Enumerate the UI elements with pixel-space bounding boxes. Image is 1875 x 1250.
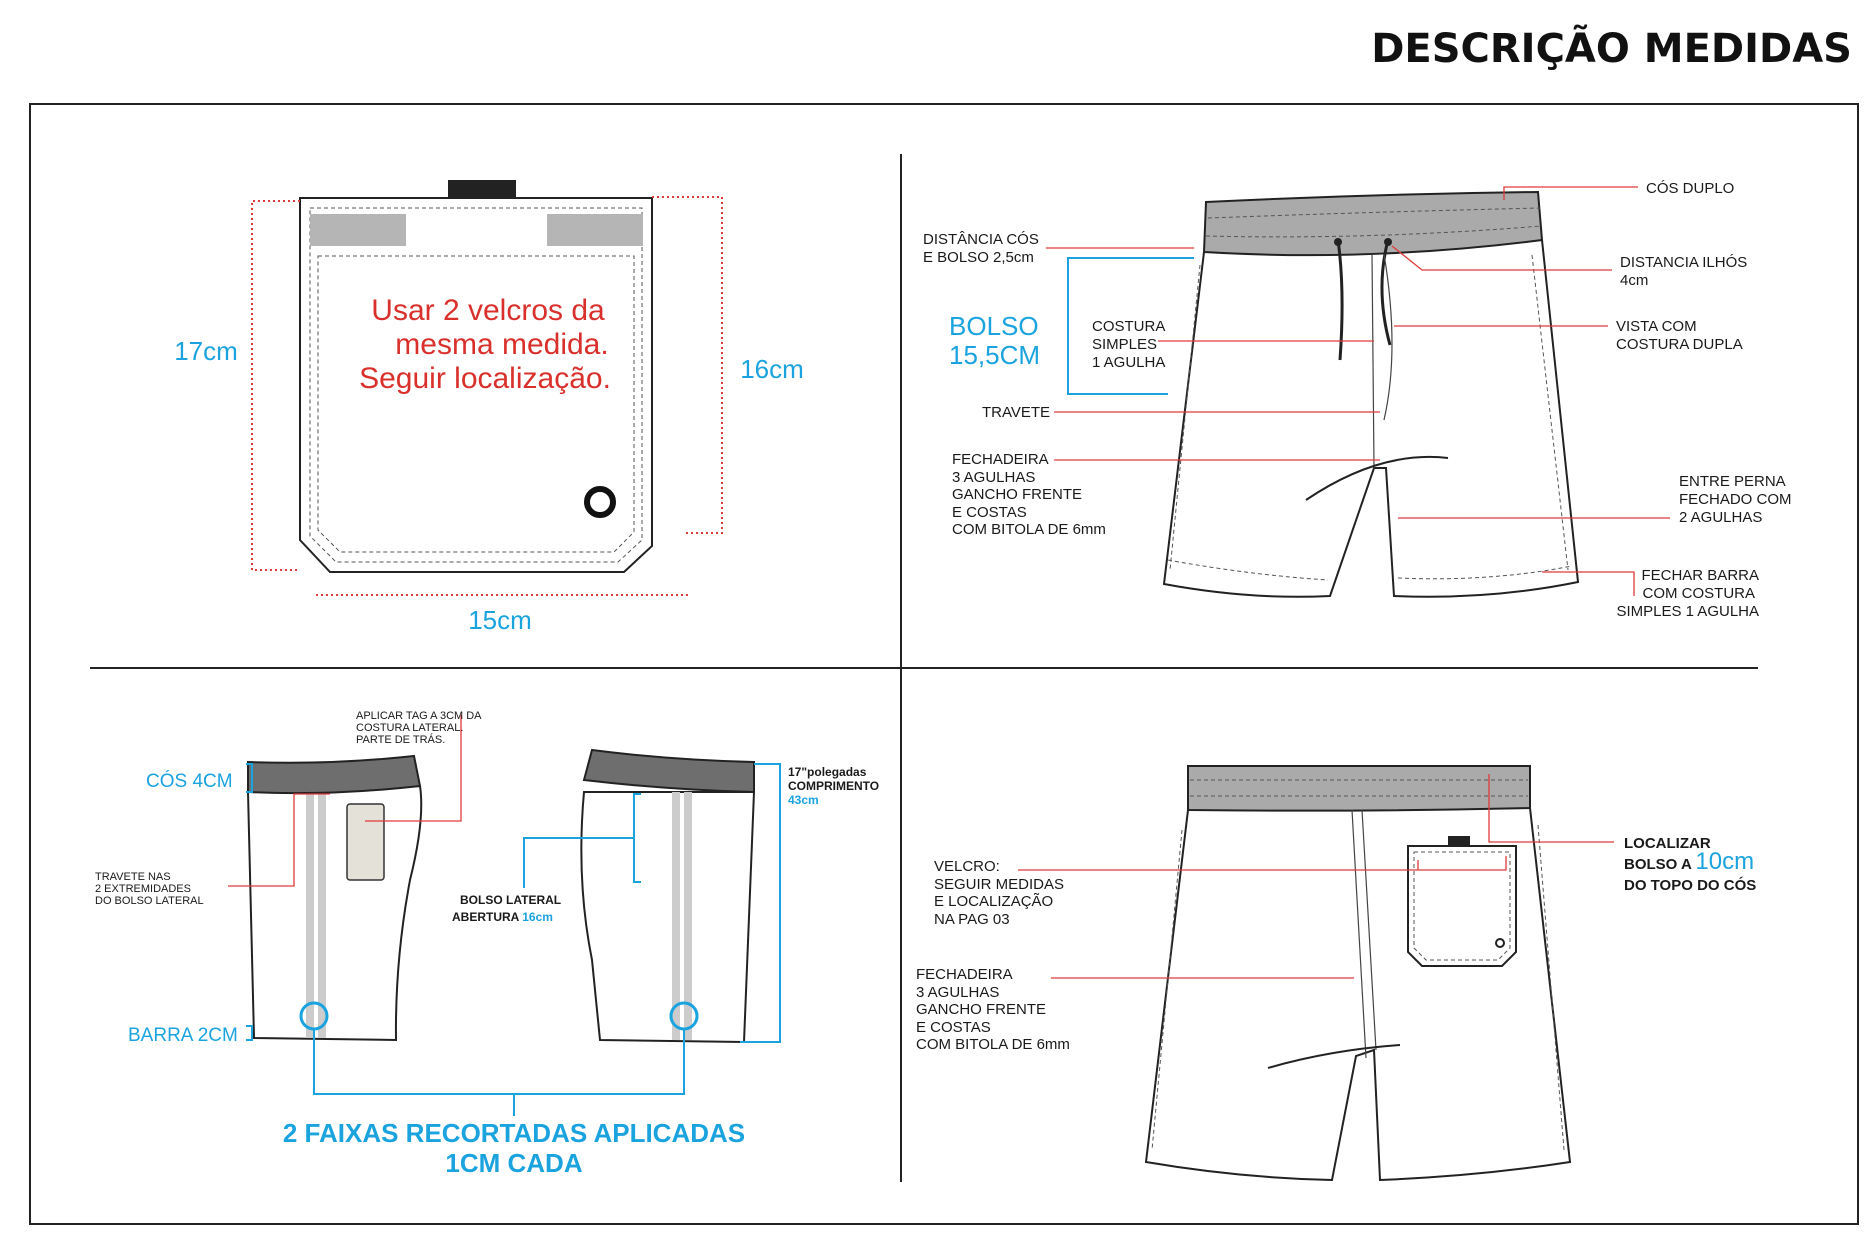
label-fechadeira-back: GANCHO FRENTE: [916, 1001, 1046, 1018]
label-comprimento: COMPRIMENTO: [788, 779, 879, 793]
tag: [346, 803, 385, 881]
label-fechadeira-back: 3 AGULHAS: [916, 984, 999, 1001]
label-barra: BARRA 2CM: [128, 1025, 238, 1046]
label-distancia-cos: E BOLSO 2,5cm: [923, 249, 1034, 266]
label-cos-duplo: CÓS DUPLO: [1646, 180, 1734, 197]
label-comprimento: 17"polegadas: [788, 765, 867, 779]
page-title: DESCRIÇÃO MEDIDAS: [1371, 23, 1852, 72]
label-fechadeira: COM BITOLA DE 6mm: [952, 521, 1106, 538]
label-fechadeira: FECHADEIRA: [952, 451, 1049, 468]
waistband-side-left: [247, 754, 422, 795]
front-shorts-diagram: CÓS DUPLO DISTANCIA ILHÓS 4cm VISTA COM …: [923, 180, 1792, 620]
label-localizar: BOLSO A 10cm: [1624, 848, 1754, 875]
waistband: [1202, 190, 1544, 257]
velcro-tab: [448, 180, 516, 198]
side-shorts-diagram: APLICAR TAG A 3CM DA COSTURA LATERAL. PA…: [95, 710, 879, 1178]
label-entre-perna: FECHADO COM: [1679, 491, 1792, 508]
label-fechadeira-back: COM BITOLA DE 6mm: [916, 1036, 1070, 1053]
velcro-left: [310, 214, 406, 246]
label-localizar: DO TOPO DO CÓS: [1624, 876, 1756, 894]
label-tag: PARTE DE TRÁS.: [356, 733, 445, 746]
label-vista: COSTURA DUPLA: [1616, 336, 1743, 353]
label-comprimento-value: 43cm: [788, 793, 819, 807]
label-fechadeira-back: E COSTAS: [916, 1019, 991, 1036]
label-bolso-lateral: BOLSO LATERAL: [460, 893, 561, 907]
back-shorts-diagram: VELCRO: SEGUIR MEDIDAS E LOCALIZAÇÃO NA …: [916, 765, 1756, 1182]
label-fechar-barra: SIMPLES 1 AGULHA: [1616, 603, 1759, 620]
abertura-text: ABERTURA: [452, 910, 520, 924]
label-velcro: E LOCALIZAÇÃO: [934, 893, 1053, 910]
label-vista: VISTA COM: [1616, 318, 1697, 335]
label-fechadeira: E COSTAS: [952, 504, 1027, 521]
label-fechar-barra: COM COSTURA: [1643, 585, 1756, 602]
label-localizar: LOCALIZAR: [1624, 835, 1711, 852]
label-velcro: SEGUIR MEDIDAS: [934, 876, 1064, 893]
label-abertura: ABERTURA 16cm: [452, 910, 553, 924]
label-fechadeira: GANCHO FRENTE: [952, 486, 1082, 503]
waistband-back: [1187, 765, 1531, 812]
label-entre-perna: 2 AGULHAS: [1679, 509, 1762, 526]
back-pocket: [1407, 845, 1517, 967]
abertura-value: 16cm: [522, 910, 553, 924]
localizar-text: BOLSO A: [1624, 856, 1692, 873]
label-bolso: 15,5CM: [949, 340, 1040, 370]
label-fechar-barra: FECHAR BARRA: [1641, 567, 1759, 584]
label-fechadeira: 3 AGULHAS: [952, 469, 1035, 486]
label-travete-lateral: TRAVETE NAS: [95, 871, 171, 883]
label-faixas: 1CM CADA: [445, 1148, 582, 1178]
pocket-note-line: Usar 2 velcros da: [371, 294, 605, 327]
label-costura: 1 AGULHA: [1092, 354, 1165, 371]
localizar-value: 10cm: [1695, 848, 1754, 875]
label-velcro: NA PAG 03: [934, 911, 1010, 928]
label-cos: CÓS 4CM: [146, 770, 233, 792]
label-fechadeira-back: FECHADEIRA: [916, 966, 1013, 983]
label-velcro: VELCRO:: [934, 858, 1000, 875]
velcro-right: [547, 214, 643, 246]
frame: [29, 103, 1859, 1225]
label-bolso: BOLSO: [949, 311, 1039, 341]
label-entre-perna: ENTRE PERNA: [1679, 473, 1786, 490]
label-faixas: 2 FAIXAS RECORTADAS APLICADAS: [283, 1118, 745, 1148]
label-distancia-cos: DISTÂNCIA CÓS: [923, 231, 1039, 248]
waistband-side-right: [582, 748, 755, 794]
pocket-note-line: Seguir localização.: [359, 362, 611, 395]
eyelet-icon: [584, 486, 616, 518]
label-tag: APLICAR TAG A 3CM DA: [356, 710, 482, 722]
pocket-width: 15cm: [468, 605, 532, 635]
label-travete-lateral: DO BOLSO LATERAL: [95, 895, 204, 907]
label-costura: COSTURA: [1092, 318, 1165, 335]
label-costura: SIMPLES: [1092, 336, 1157, 353]
label-travete-lateral: 2 EXTREMIDADES: [95, 883, 191, 895]
pocket-note-line: mesma medida.: [395, 328, 608, 361]
label-distancia-ilhos: DISTANCIA ILHÓS: [1620, 254, 1747, 271]
pocket-height-right: 16cm: [740, 354, 804, 384]
label-distancia-ilhos: 4cm: [1620, 272, 1648, 289]
pocket-height-left: 17cm: [174, 336, 238, 366]
pocket-diagram: Usar 2 velcros da mesma medida. Seguir l…: [174, 180, 804, 635]
label-tag: COSTURA LATERAL.: [356, 722, 463, 734]
drawstring: [1336, 239, 1344, 361]
label-travete: TRAVETE: [982, 404, 1050, 421]
